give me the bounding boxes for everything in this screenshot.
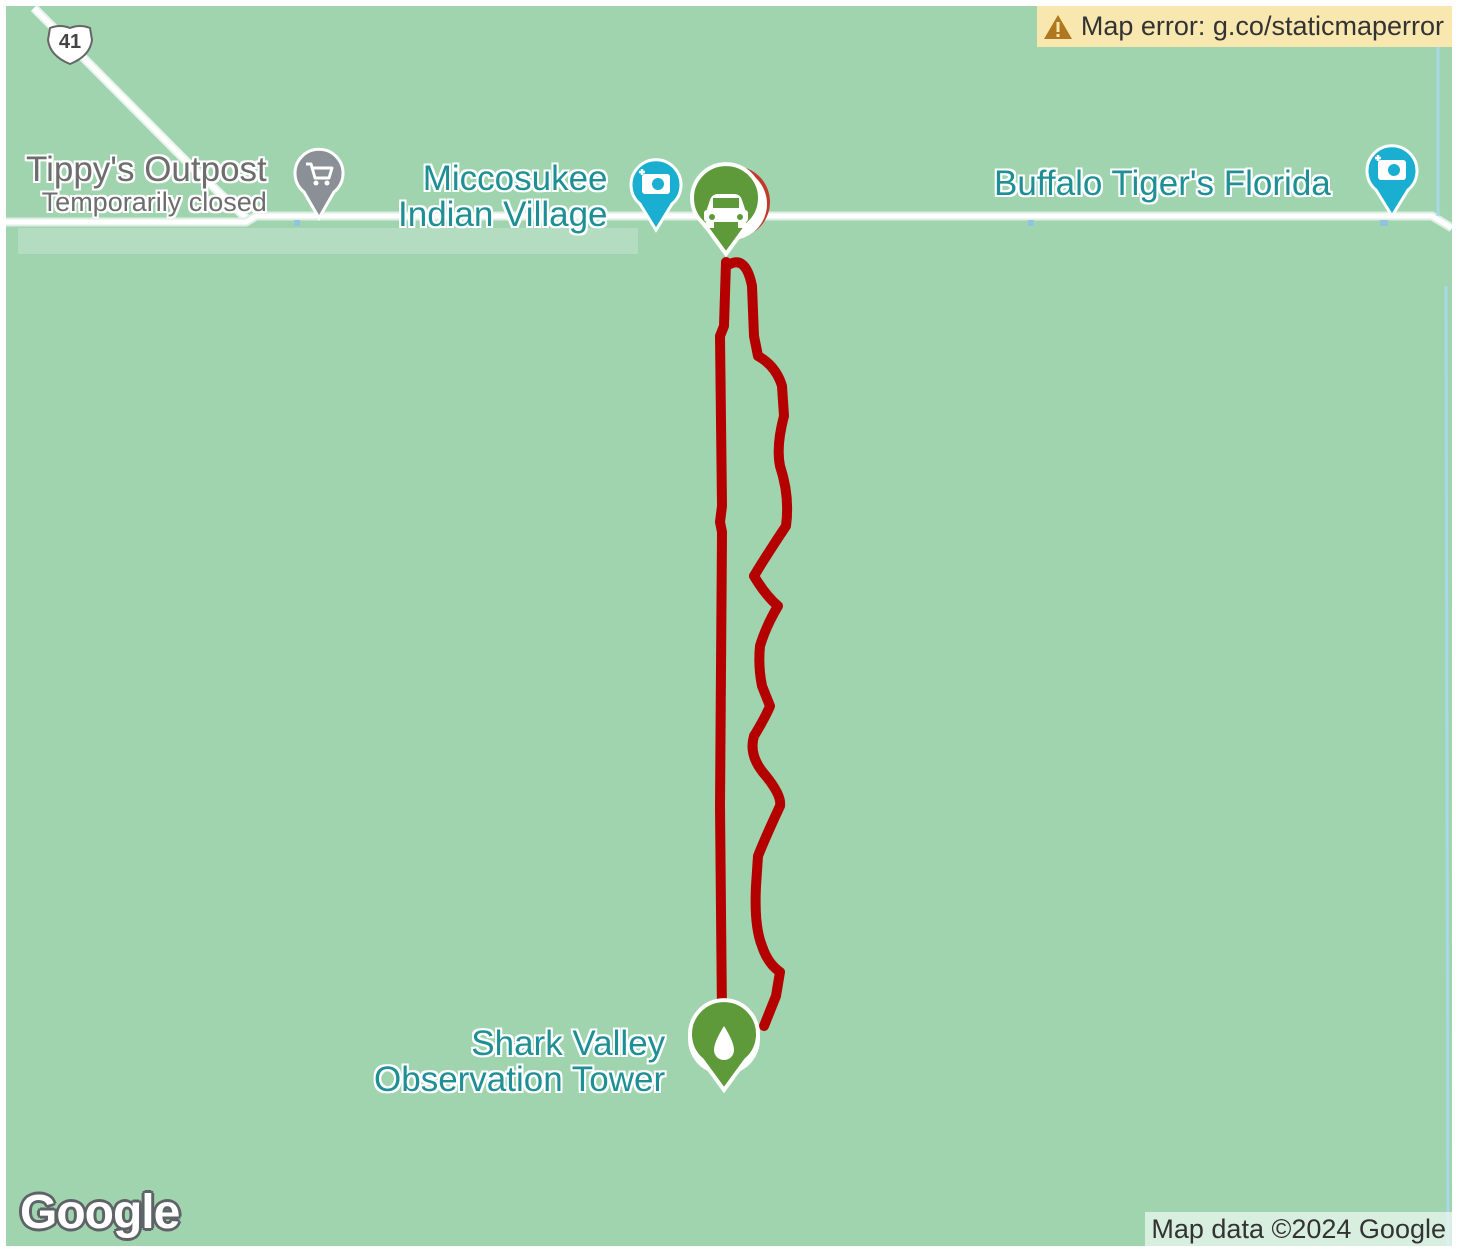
culvert bbox=[1028, 220, 1034, 226]
google-logo[interactable]: Google bbox=[20, 1186, 180, 1239]
camera-icon bbox=[1365, 144, 1419, 219]
map-base-layer bbox=[6, 6, 1452, 1246]
route-shield: 41 bbox=[44, 22, 96, 66]
poi-label-shark-valley[interactable]: Shark Valley Observation Tower bbox=[374, 1026, 665, 1098]
map-error-text: Map error: g.co/staticmaperror bbox=[1080, 11, 1444, 41]
route-shield-number: 41 bbox=[58, 31, 82, 53]
poi-pin-miccosukee[interactable] bbox=[628, 156, 684, 239]
route-path-west bbox=[715, 257, 731, 1021]
route-end-marker[interactable] bbox=[682, 996, 768, 1101]
land-strip bbox=[18, 228, 638, 254]
poi-name-shark-line2: Observation Tower bbox=[374, 1060, 666, 1099]
water-drop-icon bbox=[688, 998, 760, 1094]
poi-name-shark-line1: Shark Valley bbox=[471, 1024, 666, 1063]
diagonal-road bbox=[32, 6, 248, 220]
shopping-cart-icon bbox=[293, 147, 345, 222]
map-attribution[interactable]: Map data ©2024 Google bbox=[1145, 1212, 1452, 1246]
culvert bbox=[1380, 220, 1388, 226]
culvert bbox=[294, 220, 300, 226]
route-start-marker[interactable] bbox=[686, 162, 772, 267]
car-icon bbox=[690, 162, 770, 258]
camera-icon bbox=[629, 158, 683, 233]
warning-icon bbox=[1043, 14, 1072, 39]
us-route-shield-icon bbox=[46, 25, 94, 66]
poi-label-miccosukee[interactable]: Miccosukee Indian Village bbox=[398, 161, 608, 233]
poi-label-buffalo[interactable]: Buffalo Tiger's Florida bbox=[994, 166, 1331, 202]
poi-pin-tippys[interactable] bbox=[292, 146, 346, 227]
map-canvas[interactable]: 41 Tippy's Outpost Temporarily closed Mi… bbox=[6, 6, 1452, 1246]
map-error-banner[interactable]: Map error: g.co/staticmaperror bbox=[1036, 6, 1452, 47]
highway-road bbox=[6, 213, 1452, 231]
poi-name-buffalo: Buffalo Tiger's Florida bbox=[994, 164, 1331, 203]
poi-name-miccosukee-line2: Indian Village bbox=[398, 195, 608, 234]
poi-name-tippys: Tippy's Outpost bbox=[26, 150, 267, 189]
poi-name-miccosukee-line1: Miccosukee bbox=[422, 159, 608, 198]
canal bbox=[1436, 46, 1450, 1246]
poi-status-tippys: Temporarily closed bbox=[41, 187, 267, 217]
poi-label-tippys[interactable]: Tippy's Outpost Temporarily closed bbox=[26, 150, 267, 217]
route-path-east bbox=[725, 257, 793, 1031]
poi-pin-buffalo[interactable] bbox=[1364, 142, 1420, 225]
